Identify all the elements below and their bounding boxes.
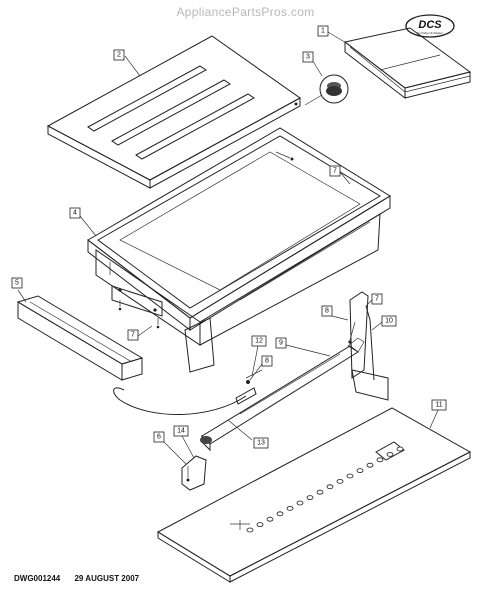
callout-7-c: 7	[375, 296, 379, 303]
callout-6: 6	[157, 434, 161, 441]
base-plate-hole	[336, 478, 344, 484]
base-plate-hole	[376, 457, 384, 463]
part-6-bracket	[181, 455, 207, 491]
base-plate-hole	[266, 516, 274, 522]
callout-2: 2	[117, 52, 121, 59]
callout-3: 3	[306, 54, 310, 61]
callout-4: 4	[73, 210, 77, 217]
base-plate-hole	[286, 505, 294, 511]
watermark: AppliancePartsPros.com	[176, 5, 315, 19]
logo-subtext: by Fisher & Paykel	[417, 31, 442, 35]
base-plate-hole	[326, 484, 334, 490]
base-plate-hole	[306, 495, 314, 501]
base-plate-hole	[276, 511, 284, 517]
base-plate-holes	[246, 446, 404, 533]
callout-1: 1	[321, 28, 325, 35]
callout-13: 13	[257, 440, 265, 447]
part-11-base-plate	[156, 407, 472, 583]
base-plate-hole	[366, 462, 374, 468]
base-plate-hole	[256, 522, 264, 527]
logo-text: DCS	[418, 19, 442, 31]
callout-8-a: 8	[325, 308, 329, 315]
callout-7-a: 7	[333, 168, 337, 175]
part-4-housing	[87, 127, 391, 373]
callout-12: 12	[255, 338, 263, 345]
base-plate-hole	[316, 489, 324, 495]
base-plate-hole	[356, 468, 364, 474]
drawing-number: DWG001244	[14, 574, 61, 583]
callout-5: 5	[15, 280, 19, 287]
base-plate-hole	[296, 500, 304, 506]
base-plate-hole	[396, 446, 404, 452]
base-plate-hole	[346, 473, 354, 479]
callout-10: 10	[385, 318, 393, 325]
base-plate-hole	[246, 527, 254, 533]
part-1-trim	[343, 27, 472, 100]
drawing-footer: DWG001244 29 AUGUST 2007	[14, 574, 151, 583]
callout-8-b: 8	[265, 358, 269, 365]
callout-11: 11	[435, 402, 442, 409]
base-plate-hole	[386, 451, 394, 457]
callout-9: 9	[279, 340, 283, 347]
callouts: 1 2 3 4 5 6 7 7 7 8 8 9	[11, 25, 447, 465]
part-5-channel	[16, 295, 144, 381]
dcs-logo: DCS by Fisher & Paykel	[405, 14, 455, 38]
drawing-date: 29 AUGUST 2007	[74, 574, 140, 583]
burner-assembly	[113, 291, 389, 452]
part-3-knob	[304, 74, 349, 106]
part-2-top-plate	[46, 35, 301, 189]
callout-14: 14	[177, 428, 185, 435]
callout-7-b: 7	[131, 332, 135, 339]
